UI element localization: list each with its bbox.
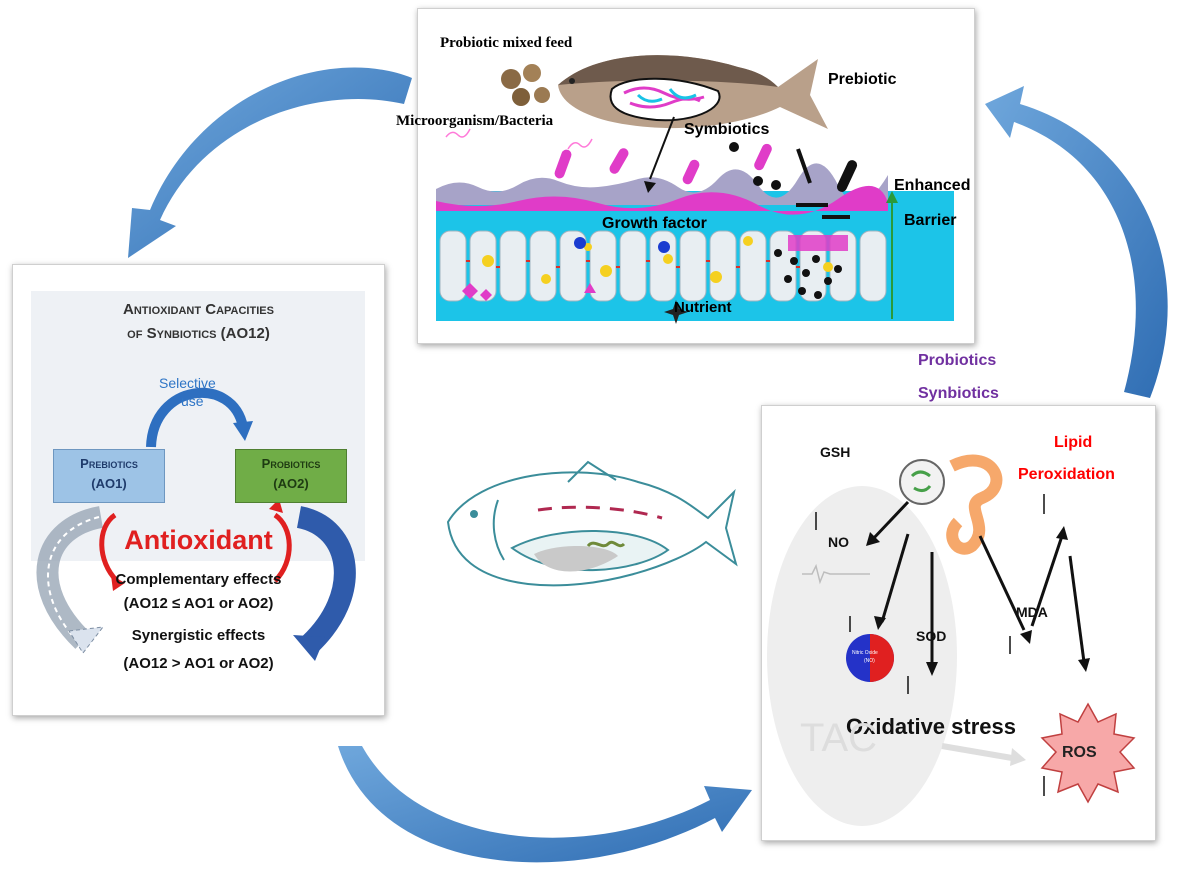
selective-use-arc — [146, 387, 248, 448]
nitric-oxide-sphere — [846, 634, 894, 682]
gsh-label: GSH — [820, 444, 851, 460]
mda-label: MDA — [1016, 604, 1048, 620]
bacterial-metabolites — [729, 142, 842, 299]
nutrient-particles — [482, 236, 833, 284]
probiotics-label: Probiotics — [261, 456, 321, 471]
arrow-left-to-right — [338, 746, 752, 863]
peroxidation-label: Peroxidation — [1018, 466, 1115, 483]
symbiotics-label: Symbiotics — [684, 121, 770, 138]
nitric-oxide-label: Nitric Oxide — [852, 650, 878, 656]
antioxidant-diagram — [36, 387, 356, 661]
receptors — [462, 235, 848, 301]
intestine-detail — [586, 540, 626, 548]
epithelial-cells — [439, 230, 887, 302]
red-curve-left — [99, 512, 119, 583]
tight-junctions — [466, 260, 800, 268]
nutrient-star-icon — [664, 300, 688, 324]
oxidative-stress-label: Oxidative stress — [846, 714, 1016, 739]
grey-arrowhead — [1010, 748, 1026, 766]
prebiotics-code: (AO1) — [91, 476, 127, 491]
no-label: NO — [828, 534, 849, 550]
red-arrowhead-left — [111, 575, 125, 591]
fish-eye — [470, 510, 478, 518]
red-curve-right — [273, 512, 292, 583]
dashed-arrowhead — [68, 626, 105, 654]
nitric-oxide-code: (NO) — [864, 658, 875, 664]
synergistic-label: Synergistic effects — [131, 627, 266, 644]
fish-to-gut-arrowhead — [644, 181, 656, 193]
magenta-mucus — [436, 185, 888, 215]
fish-icon — [558, 55, 828, 129]
blue-curved-arrow — [296, 506, 356, 654]
mucus-layer — [436, 163, 888, 205]
enhanced-barrier-arrowhead — [886, 191, 898, 203]
sod-label: SOD — [916, 628, 947, 644]
small-arrows — [815, 494, 1045, 796]
use-label: use — [181, 393, 204, 409]
oxidative-stress-panel: GSH Lipid Peroxidation NO MDA SOD Nitric… — [761, 405, 1156, 841]
probiotics-caption: Probiotics — [918, 352, 997, 369]
enhanced-label: Enhanced — [894, 177, 971, 194]
selective-label: Selective — [159, 375, 216, 391]
intestine-icon — [899, 454, 1003, 555]
antioxidant-capacities-panel: Antioxidant Capacities of Synbiotics (AO… — [12, 264, 385, 716]
gut-barrier-panel: Probiotic mixed feed Microorganism/Bacte… — [396, 8, 975, 344]
nutrient-label: Nutrient — [674, 299, 732, 316]
gill-line — [492, 499, 505, 561]
panel-title-line2: of Synbiotics (AO12) — [127, 325, 270, 342]
arrow-top-to-left — [128, 67, 412, 258]
barrier-blockers — [796, 148, 850, 219]
bacteria-flagella — [445, 128, 593, 150]
synbiotics-caption: Synbiotics — [918, 385, 999, 402]
dark-bacterium — [836, 160, 858, 192]
dorsal-fin — [567, 460, 617, 483]
synergistic-formula: (AO12 > AO1 or AO2) — [123, 655, 274, 672]
dashed-outline — [47, 516, 100, 644]
growth-factor-dot — [658, 241, 670, 253]
prebiotics-label: Prebiotics — [80, 456, 138, 471]
probiotics-code: (AO2) — [273, 476, 309, 491]
arrow-right-to-top — [985, 86, 1168, 398]
pathway-arrowheads — [866, 526, 1090, 676]
antioxidant-heading: Antioxidant — [124, 525, 273, 555]
probiotic-mixed-feed-label: Probiotic mixed feed — [440, 35, 573, 51]
selective-use-arrowhead — [233, 421, 253, 441]
complementary-formula: (AO12 ≤ AO1 or AO2) — [123, 595, 274, 612]
probiotics-box: Probiotics (AO2) — [235, 449, 347, 503]
central-fish-icon — [446, 460, 738, 587]
growth-factor-label: Growth factor — [602, 215, 707, 232]
prebiotics-box: Prebiotics (AO1) — [53, 449, 165, 503]
feed-pellets — [501, 64, 550, 106]
lipid-label: Lipid — [1054, 434, 1093, 451]
panel-title-line1: Antioxidant Capacities — [123, 301, 274, 318]
oxidative-stress-diagram — [767, 454, 1136, 826]
bacteria-rods — [554, 143, 772, 185]
gut-barrier-illustration — [436, 55, 954, 324]
barrier-label: Barrier — [904, 212, 957, 229]
growth-factor-dot — [574, 237, 586, 249]
ros-burst — [1040, 702, 1136, 804]
microorganism-label: Microorganism/Bacteria — [396, 113, 554, 129]
ros-label: ROS — [1062, 744, 1097, 761]
complementary-label: Complementary effects — [115, 571, 282, 588]
pathway-arrows — [870, 500, 1086, 664]
grey-arrow — [941, 743, 1013, 761]
fish-to-gut-arrow — [649, 116, 675, 180]
blue-arrowhead — [293, 635, 325, 661]
ecg-wave — [802, 563, 870, 585]
prebiotic-label: Prebiotic — [828, 71, 897, 88]
vessel-line — [537, 505, 663, 520]
tac-label: TAC — [800, 716, 878, 760]
liver-shape — [534, 545, 618, 572]
